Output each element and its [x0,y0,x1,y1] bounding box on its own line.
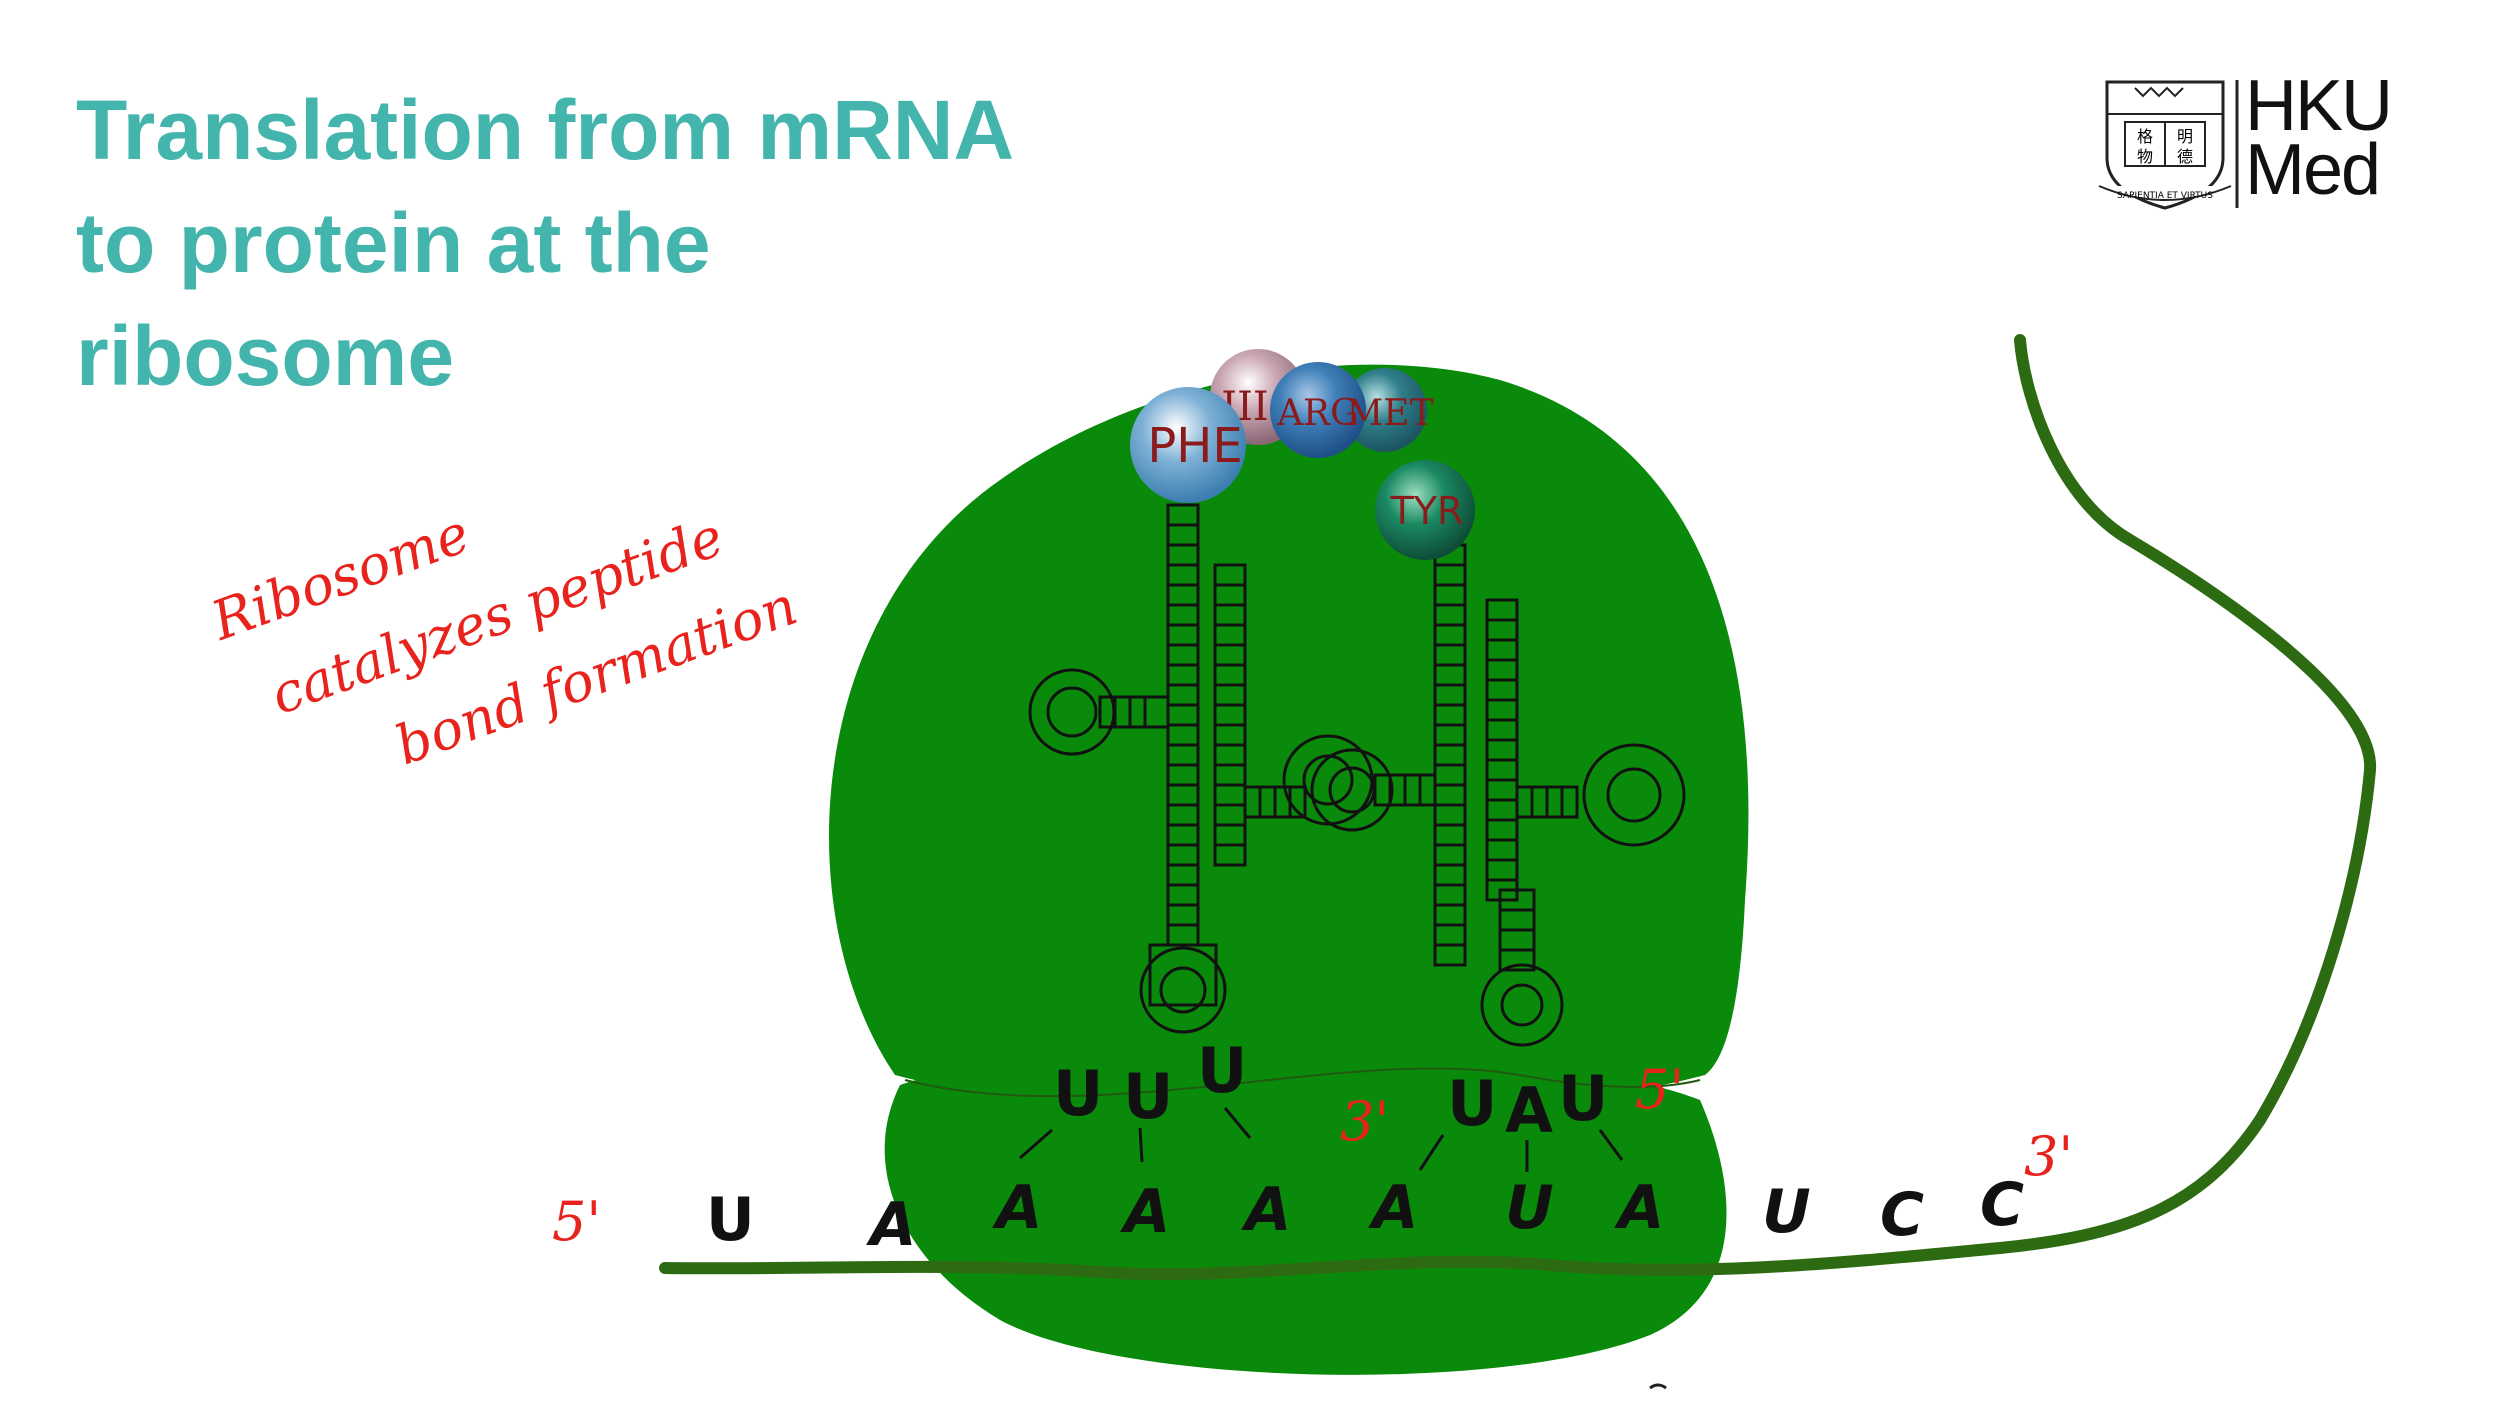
amino-acid-chain: III ARG MET PHE TYR [1130,349,1475,560]
slide-title: Translation from mRNA to protein at the … [76,74,1226,413]
mrna-bases: U A A A A A U A U C C [706,1170,2024,1260]
title-line-3: ribosome [76,309,455,403]
mrna-base-11: C [1980,1170,2024,1240]
strand-end-labels: 5' 3' 3' 5' [552,1058,2073,1253]
ribosome-large-subunit [828,364,1749,1117]
mrna-base-7: U [1505,1173,1554,1243]
mrna-base-4: A [1120,1177,1170,1247]
title-line-1: Translation from mRNA [76,83,1015,177]
amino-acid-tyr: TYR [1390,489,1464,533]
handwritten-annotation: Ribosome catalyzes peptide bond formatio… [203,502,805,778]
mrna-base-6: A [1368,1173,1418,1243]
title-line-2: to protein at the [76,196,711,290]
amino-acid-phe: PHE [1147,418,1242,474]
base-pair-lines [1019,1107,1624,1172]
seal-char-1: 格 [2137,127,2153,146]
mrna-base-10: C [1880,1180,1924,1250]
seal-char-4: 德 [2177,147,2193,166]
anticodon-right-2: A [1505,1074,1553,1147]
label-anticodon-5prime: 5' [1635,1058,1684,1121]
mrna-strand [659,334,2377,1281]
hku-med-wordmark: HKU Med [2245,66,2393,210]
label-mrna-5prime: 5' [552,1190,601,1253]
mrna-base-8: A [1614,1173,1664,1243]
label-mrna-3prime: 3' [2024,1125,2073,1188]
anticodon-left-2: U [1123,1060,1173,1133]
subunit-seam [904,1067,1701,1098]
anticodons: U U U U A U [1053,1034,1608,1147]
anticodon-right-1: U [1447,1067,1497,1140]
stray-mark [1649,1383,1667,1390]
seal-char-2: 明 [2177,127,2193,146]
ribosome-small-subunit [884,1050,1727,1375]
trna-left [1028,503,1374,1034]
mrna-base-5: A [1241,1175,1291,1245]
mrna-base-3: A [992,1173,1042,1243]
hku-crest-icon: 格 明 物 德 SAPIENTIA ET VIRTUS [2098,80,2239,210]
label-anticodon-3prime: 3' [1340,1090,1389,1153]
logo-motto: SAPIENTIA ET VIRTUS [2117,191,2213,201]
mrna-base-1: U [706,1185,755,1255]
logo-line-2: Med [2245,130,2381,210]
anticodon-right-3: U [1558,1062,1608,1135]
amino-acid-met: MET [1346,393,1433,434]
mrna-base-2: A [866,1190,916,1260]
mrna-base-9: U [1762,1177,1811,1247]
anticodon-left-3: U [1197,1034,1247,1107]
seal-char-3: 物 [2137,147,2153,166]
trna-right [1310,543,1686,1047]
logo-line-1: HKU [2245,66,2393,146]
anticodon-left-1: U [1053,1057,1103,1130]
amino-acid-arg: ARG [1276,393,1359,434]
